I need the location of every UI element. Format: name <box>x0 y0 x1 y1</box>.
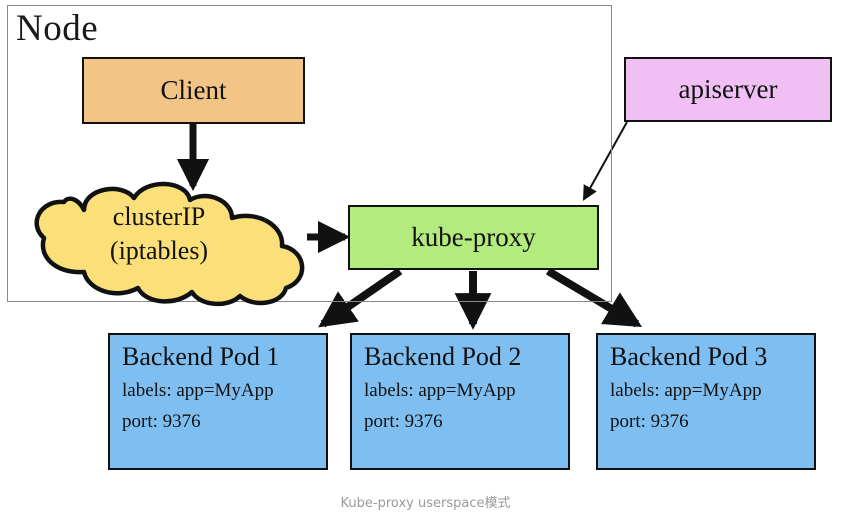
backend-pod-1-labels: labels: app=MyApp <box>122 379 274 401</box>
apiserver-node-label: apiserver <box>678 74 778 104</box>
backend-pod-2[interactable]: Backend Pod 2 labels: app=MyApp port: 93… <box>350 333 570 470</box>
kube-proxy-node-label: kube-proxy <box>411 222 536 252</box>
cloud-shape-icon <box>34 181 305 306</box>
backend-pod-3-port: port: 9376 <box>610 410 689 432</box>
backend-pod-2-port: port: 9376 <box>364 410 443 432</box>
backend-pod-1-title: Backend Pod 1 <box>122 342 280 371</box>
node-group-container <box>7 5 612 302</box>
client-node-label: Client <box>160 75 227 105</box>
node-group-title: Node <box>16 8 99 49</box>
backend-pod-2-title: Backend Pod 2 <box>364 342 522 371</box>
backend-pod-3-labels: labels: app=MyApp <box>610 379 762 401</box>
backend-pod-1[interactable]: Backend Pod 1 labels: app=MyApp port: 93… <box>108 333 328 470</box>
backend-pod-2-labels: labels: app=MyApp <box>364 379 516 401</box>
backend-pod-1-port: port: 9376 <box>122 410 201 432</box>
backend-pod-3-title: Backend Pod 3 <box>610 342 768 371</box>
client-node[interactable]: Client <box>82 57 305 124</box>
clusterip-cloud-node[interactable]: clusterIP (iptables) <box>10 180 320 308</box>
apiserver-node[interactable]: apiserver <box>624 57 832 122</box>
backend-pod-3[interactable]: Backend Pod 3 labels: app=MyApp port: 93… <box>596 333 816 470</box>
kube-proxy-node[interactable]: kube-proxy <box>348 205 599 270</box>
figure-caption: Kube-proxy userspace模式 <box>340 496 511 511</box>
